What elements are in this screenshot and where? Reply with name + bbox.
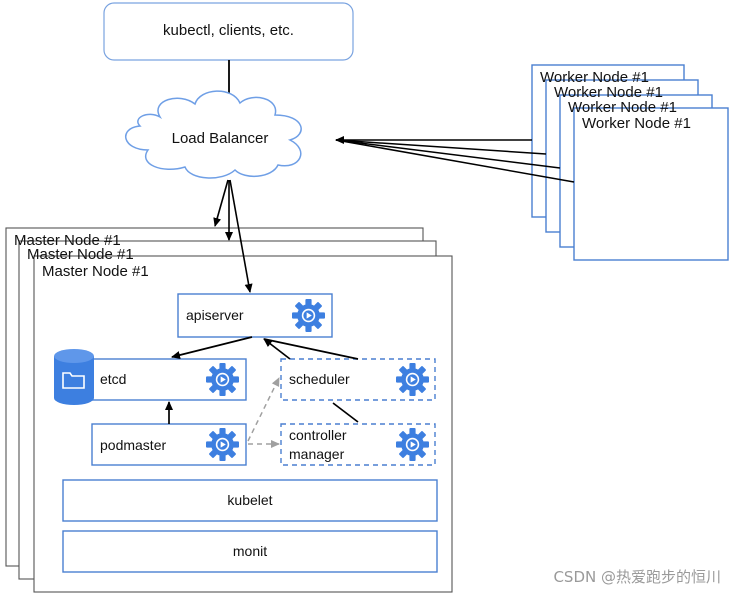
arrow-worker-to-lb	[335, 139, 561, 169]
line-controller-to-scheduler	[332, 402, 359, 423]
apiserver-label: apiserver	[186, 307, 244, 323]
arrow-lb-to-master	[213, 179, 229, 227]
etcd-label: etcd	[100, 371, 127, 387]
podmaster-label: podmaster	[100, 437, 167, 453]
load-balancer-label: Load Balancer	[171, 130, 269, 147]
controller-label: controller	[289, 427, 347, 443]
watermark: CSDN @热爱跑步的恒川	[553, 568, 721, 586]
gear-play-icon	[206, 363, 239, 396]
load-balancer-cloud	[124, 90, 302, 179]
arrow-apiserver-to-etcd	[171, 336, 253, 359]
kubelet-label: kubelet	[227, 492, 273, 508]
arrow-podmaster-to-scheduler	[247, 377, 280, 442]
worker-node-title: Worker Node #1	[568, 99, 677, 116]
gear-play-icon	[292, 299, 325, 332]
arrow-lb-to-apiserver	[229, 179, 253, 293]
arrow-worker-to-lb	[335, 139, 547, 155]
arrow-worker-to-lb	[335, 139, 575, 183]
kubelet-box	[62, 479, 438, 522]
gear-play-icon	[396, 363, 429, 396]
scheduler-label: scheduler	[289, 371, 350, 387]
gear-play-icon	[396, 428, 429, 461]
arrow-controller-to-apiserver	[263, 338, 359, 360]
worker-node-front-title: Worker Node #1	[582, 115, 691, 132]
master-node-title: Master Node #1	[14, 232, 121, 249]
worker-node-title: Worker Node #1	[554, 84, 663, 101]
clients-label: kubectl, clients, etc.	[163, 22, 294, 39]
database-folder-icon	[54, 349, 94, 405]
master-node-front-title: Master Node #1	[42, 263, 149, 280]
manager-label: manager	[289, 446, 345, 462]
monit-label: monit	[232, 543, 268, 559]
worker-node-title: Worker Node #1	[540, 69, 649, 86]
monit-box	[62, 530, 438, 573]
master-node-title: Master Node #1	[27, 246, 134, 263]
arrow-scheduler-to-apiserver	[263, 338, 291, 360]
worker-node-front	[573, 107, 729, 261]
gear-play-icon	[206, 428, 239, 461]
